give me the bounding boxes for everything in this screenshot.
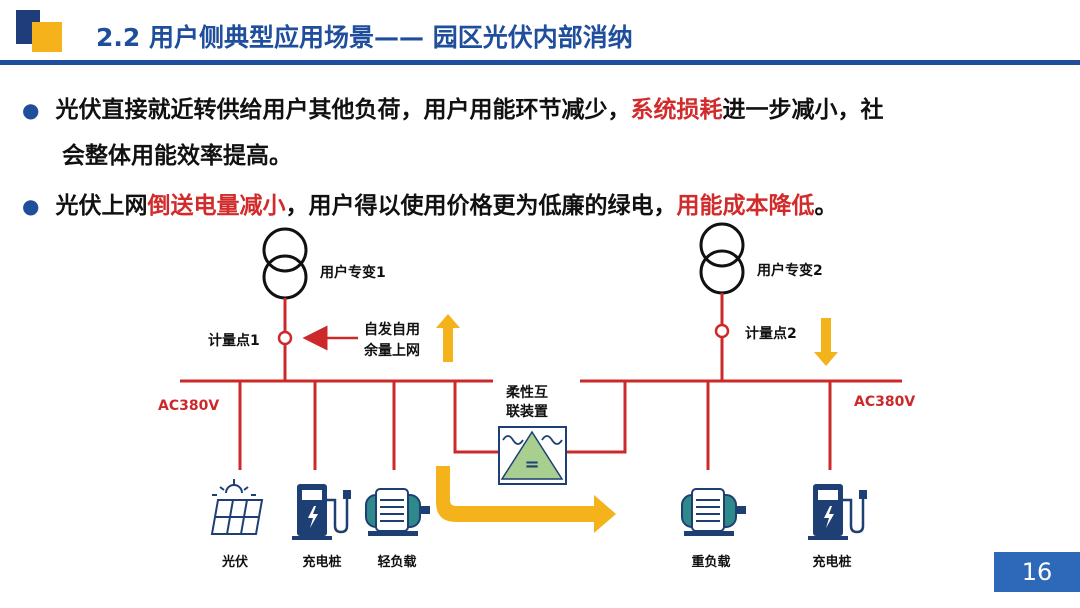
bullet-dot-icon: ● (22, 194, 40, 218)
meter-1-icon (277, 330, 293, 346)
bullet-1-seg-0: 光伏直接就近转供给用户其他负荷，用户用能环节减少， (55, 97, 631, 123)
flow-arrow-icon (436, 466, 616, 533)
bullet-2-seg-0: 光伏上网 (55, 193, 148, 219)
ev-charger-2-icon (808, 484, 867, 540)
bullet-1-continuation: 会整体用能效率提高。 (62, 143, 292, 169)
bullet-2-seg-4: 。 (814, 193, 838, 219)
converter-symbol: = (524, 454, 539, 475)
bullet-1-seg-1: 系统损耗 (630, 97, 723, 123)
meter-2-label: 计量点2 (745, 325, 797, 342)
converter-icon (498, 426, 567, 485)
bullet-2-seg-2: ，用户得以使用价格更为低廉的绿电， (285, 193, 677, 219)
meter-1-label: 计量点1 (208, 332, 260, 349)
transformer-1-icon (262, 227, 308, 300)
export-label-line2: 余量上网 (363, 342, 420, 359)
transformer-2-icon (699, 222, 745, 295)
bullet-1: ● 光伏直接就近转供给用户其他负荷，用户用能环节减少，系统损耗进一步减小，社 (22, 88, 1062, 132)
export-label-line1: 自发自用 (364, 321, 420, 338)
flex-device-label-line2: 联装置 (506, 403, 548, 420)
device-to-bus-2-line (566, 381, 627, 454)
load-label-pv: 光伏 (221, 554, 248, 570)
bus-1-voltage: AC380V (158, 398, 219, 414)
load-label-charger-2: 充电桩 (812, 554, 851, 570)
load-label-light-load: 轻负载 (377, 554, 416, 570)
bullet-dot-icon: ● (22, 98, 40, 122)
bus-2-voltage: AC380V (854, 394, 915, 410)
solar-panel-icon (210, 479, 264, 535)
arrow-down-icon (814, 318, 838, 366)
bullet-1-seg-2: 进一步减小，社 (722, 97, 884, 123)
bullet-2-seg-1: 倒送电量减小 (147, 193, 286, 219)
meter-2-icon (714, 323, 730, 339)
slide-title: 2.2 用户侧典型应用场景—— 园区光伏内部消纳 (96, 23, 633, 52)
load-label-heavy-load: 重负载 (691, 554, 730, 570)
ev-charger-1-icon (292, 484, 351, 540)
load-label-charger-1: 充电桩 (302, 554, 341, 570)
logo (16, 10, 64, 54)
bullet-2-seg-3: 用能成本降低 (676, 193, 815, 219)
bus-1-to-device-line (453, 381, 499, 454)
motor-light-icon (365, 488, 430, 536)
bullet-2: ● 光伏上网倒送电量减小，用户得以使用价格更为低廉的绿电，用能成本降低。 (22, 184, 1062, 228)
logo-yellow-square (32, 22, 62, 52)
transformer-1-label: 用户专变1 (320, 264, 386, 281)
flex-device-label-line1: 柔性互 (505, 384, 548, 401)
title-rule (0, 60, 1080, 65)
page-number: 16 (994, 552, 1080, 592)
motor-heavy-icon (681, 488, 746, 536)
arrow-up-icon (436, 314, 460, 362)
transformer-2-label: 用户专变2 (757, 262, 823, 279)
